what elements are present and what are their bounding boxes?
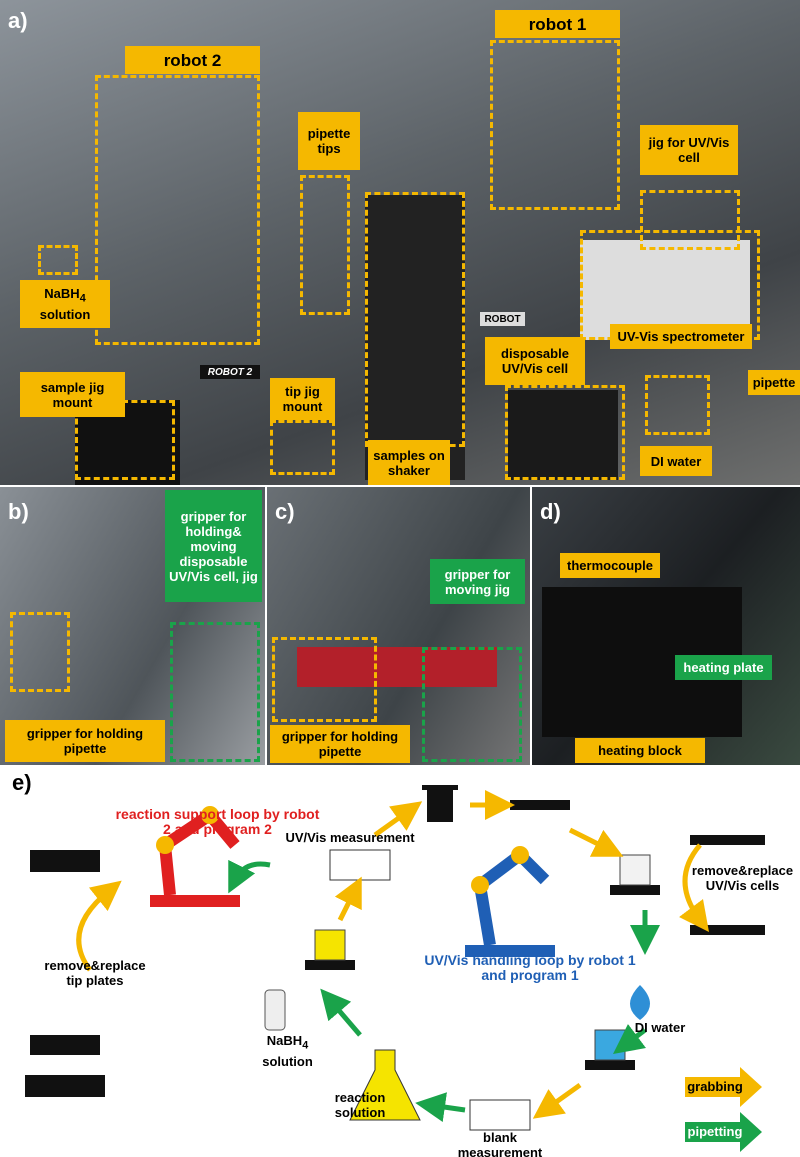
- uvvis-measurement-label: UV/Vis measurement: [285, 830, 415, 845]
- blue-robot-icon: [465, 846, 555, 957]
- gripper-pipette-label: gripper for holding pipette: [270, 725, 410, 763]
- grabbing-arrow: [685, 1067, 762, 1107]
- di-water-label: DI water: [634, 1020, 686, 1035]
- nabh4-sub: 4: [302, 1039, 309, 1052]
- solution-text: solution: [262, 1053, 313, 1069]
- nabh4-text: NaBH: [266, 1033, 303, 1048]
- trash-icon: [422, 785, 458, 822]
- panel-label: c): [275, 499, 295, 524]
- gripper-pipette-label: gripper for holding pipette: [5, 720, 165, 762]
- pipette-tips-label: pipette tips: [298, 112, 360, 170]
- grabbing-legend: grabbing: [687, 1079, 743, 1094]
- nabh4-text: NaBH: [44, 286, 80, 302]
- workflow-diagram: [25, 785, 765, 1152]
- gripper-jig-label: gripper for moving jig: [430, 559, 525, 604]
- tip-plate-top-icon: [30, 850, 100, 872]
- samples-label: samples on shaker: [368, 440, 450, 485]
- red-robot-icon: [150, 806, 240, 907]
- pipette-label: pipette: [748, 370, 800, 395]
- sample-jig-label: sample jig mount: [20, 372, 125, 417]
- heating-block-label: heating block: [575, 738, 705, 763]
- panel-b-photo: b) gripper for holding& moving disposabl…: [0, 487, 265, 765]
- thermocouple-label: thermocouple: [560, 553, 660, 578]
- panel-label: b): [8, 499, 29, 524]
- bottle-icon: [264, 989, 286, 1031]
- robot-2-tag: ROBOT 2: [200, 365, 260, 379]
- panel-label: e): [12, 770, 32, 795]
- tip-plate-bottom-icon: [25, 1035, 105, 1097]
- blank-measurement-label: blank measurement: [457, 1130, 543, 1157]
- panel-a-photo: a) robot 2 robot 1 pipette tips jig for …: [0, 0, 800, 485]
- reaction-solution-label: reaction solution: [334, 1090, 386, 1120]
- water-drop-icon: [630, 985, 650, 1020]
- cell-plates-icon: [510, 800, 765, 935]
- gripper-cell-label: gripper for holding& moving disposable U…: [165, 490, 262, 602]
- disposable-cell-label: disposable UV/Vis cell: [485, 337, 585, 385]
- spectrometer-icons: [329, 849, 531, 1131]
- blue-loop-label: UV/Vis handling loop by robot 1 and prog…: [424, 952, 636, 983]
- pipetting-arrow: [685, 1112, 762, 1152]
- tip-jig-label: tip jig mount: [270, 378, 335, 420]
- robot-2-label: robot 2: [125, 46, 260, 74]
- panel-label: a): [8, 8, 28, 33]
- pipetting-legend: pipetting: [687, 1124, 743, 1139]
- replace-cells-label: remove&replace UV/Vis cells: [691, 863, 794, 893]
- robot-1-label: robot 1: [495, 10, 620, 38]
- panel-d-photo: d) thermocouple heating plate heating bl…: [532, 487, 800, 765]
- robot-tag: ROBOT: [480, 312, 525, 326]
- nabh4-sub: 4: [79, 292, 86, 305]
- di-water-label: DI water: [640, 446, 712, 476]
- panel-c-photo: c) gripper for moving jig gripper for ho…: [267, 487, 530, 765]
- jig-uvvis-label: jig for UV/Vis cell: [640, 125, 738, 175]
- heating-plate-label: heating plate: [675, 655, 772, 680]
- panel-label: d): [540, 499, 561, 524]
- panel-e-diagram: e) reaction support loop by robot 2 and …: [0, 765, 800, 1157]
- spectrometer-label: UV-Vis spectrometer: [610, 324, 752, 349]
- solution-text: solution: [39, 306, 91, 322]
- red-loop-label: reaction support loop by robot 2 and pro…: [115, 806, 320, 837]
- replace-tips-label: remove&replace tip plates: [44, 958, 146, 988]
